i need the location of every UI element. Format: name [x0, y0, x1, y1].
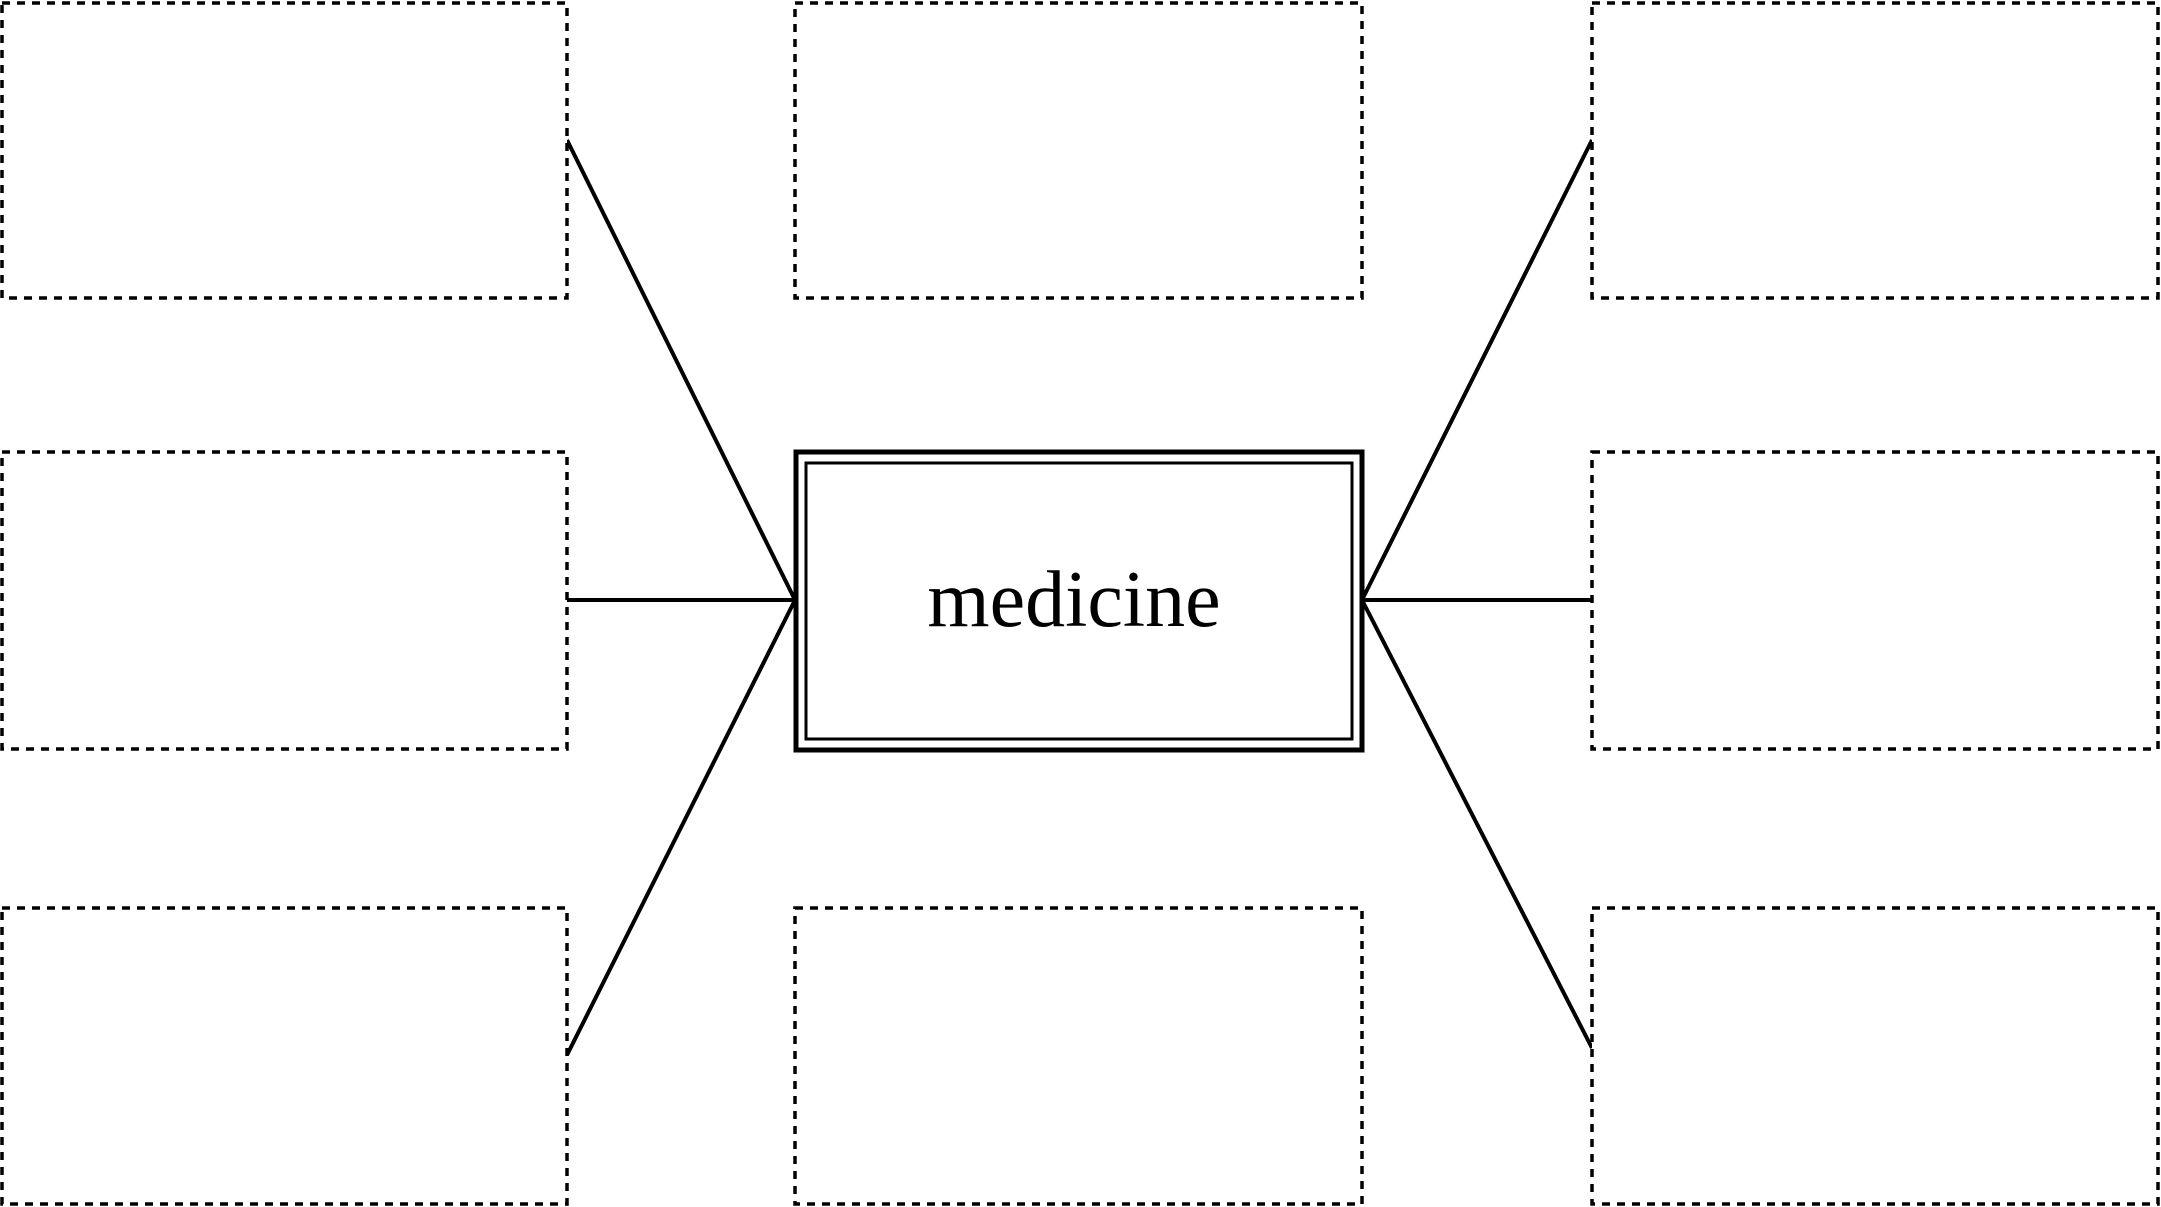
box-bottom-left[interactable] [0, 906, 569, 1206]
box-middle-left[interactable] [0, 450, 569, 751]
box-top-right[interactable] [1590, 1, 2160, 300]
box-middle-right[interactable] [1590, 450, 2160, 751]
connector-top-left [565, 139, 797, 601]
center-topic-inner-border [804, 461, 1354, 741]
connector-bottom-left [565, 599, 797, 1056]
connector-top-right [1360, 139, 1594, 601]
box-bottom-right[interactable] [1590, 906, 2160, 1206]
box-bottom-center[interactable] [793, 906, 1364, 1206]
center-topic-box[interactable]: medicine [793, 449, 1365, 753]
connector-bottom-right [1360, 599, 1594, 1049]
box-top-left[interactable] [0, 1, 569, 300]
box-top-center[interactable] [793, 1, 1364, 300]
center-topic-label: medicine [927, 556, 1220, 644]
